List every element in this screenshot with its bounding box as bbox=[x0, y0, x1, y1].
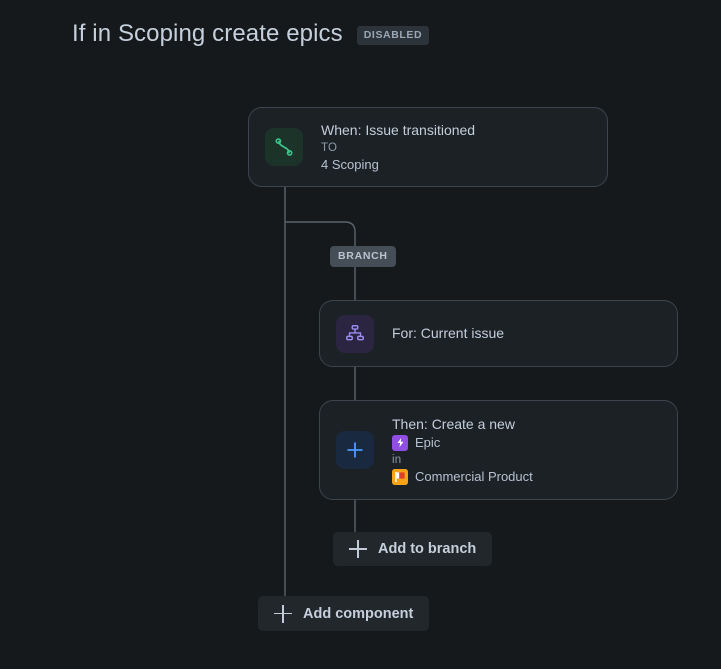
branch-hierarchy-icon bbox=[336, 314, 374, 353]
add-to-branch-button[interactable]: Add to branch bbox=[333, 532, 493, 566]
project-label: Commercial Product bbox=[415, 468, 533, 484]
plus-create-icon bbox=[336, 431, 374, 469]
branch-then-card[interactable]: Then: Create a new Epic in bbox=[319, 400, 678, 500]
project-avatar-icon bbox=[392, 468, 408, 485]
plus-icon bbox=[349, 540, 367, 558]
trigger-title: When: Issue transitioned bbox=[321, 121, 476, 138]
issue-type-row: Epic bbox=[392, 434, 533, 452]
add-component-label: Add component bbox=[303, 605, 414, 622]
rule-header: If in Scoping create epics DISABLED bbox=[72, 18, 430, 50]
issue-transition-icon bbox=[265, 128, 303, 166]
branch-for-card[interactable]: For: Current issue bbox=[319, 300, 678, 367]
branch-for-card-body: For: Current issue bbox=[392, 324, 504, 343]
then-connector-word: in bbox=[392, 453, 402, 466]
branch-pill: BRANCH bbox=[330, 246, 396, 267]
issue-type-label: Epic bbox=[415, 434, 441, 450]
add-component-button[interactable]: Add component bbox=[258, 596, 430, 631]
branch-for-title: For: Current issue bbox=[392, 325, 505, 341]
add-to-branch-label: Add to branch bbox=[378, 541, 477, 557]
plus-icon bbox=[274, 604, 292, 623]
page-title: If in Scoping create epics bbox=[72, 20, 343, 47]
trigger-sub-label: TO bbox=[321, 141, 338, 154]
trigger-card[interactable]: When: Issue transitioned TO 4 Scoping bbox=[248, 107, 608, 187]
status-badge: DISABLED bbox=[356, 25, 430, 45]
project-row: Commercial Product bbox=[392, 468, 533, 486]
branch-then-card-body: Then: Create a new Epic in bbox=[392, 415, 533, 486]
branch-then-title: Then: Create a new bbox=[392, 415, 515, 432]
epic-icon bbox=[392, 434, 408, 451]
trigger-card-body: When: Issue transitioned TO 4 Scoping bbox=[321, 121, 475, 174]
trigger-value: 4 Scoping bbox=[321, 156, 379, 172]
